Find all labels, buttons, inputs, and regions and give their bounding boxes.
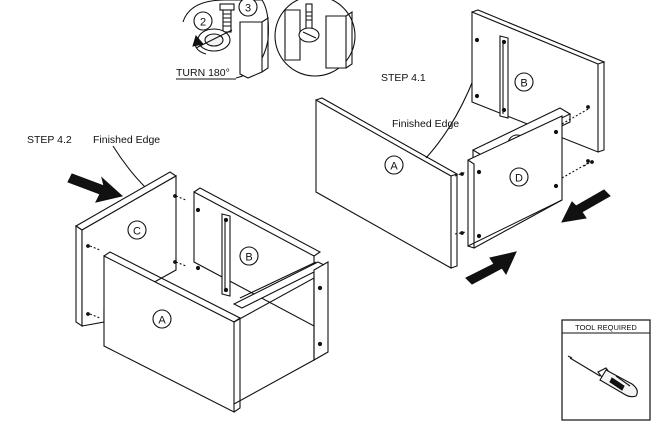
cam-lock-detail: 2 3 TURN 180° [176, 0, 356, 80]
step-4-1-label: STEP 4.1 [381, 72, 426, 84]
turn-label: TURN 180° [176, 67, 230, 79]
callout-2-label: 2 [200, 17, 206, 29]
finished-edge-top-leader [425, 77, 475, 159]
arrow-icon [561, 189, 611, 223]
callout-3-label: 3 [245, 3, 251, 15]
panel-a-bottom [103, 255, 235, 413]
part-c-bottom-label: C [133, 226, 141, 238]
step-4-1-assembly: B A E D [315, 9, 606, 269]
finished-edge-left-leader [112, 145, 147, 189]
cam-lock-detail-left [182, 0, 269, 79]
part-b-top-label: B [520, 78, 527, 90]
part-a-top-label: A [390, 161, 398, 173]
callout-3: 3 [238, 0, 258, 17]
cam-lock-detail-right [274, 0, 356, 77]
step-4-2-label: STEP 4.2 [27, 134, 72, 146]
tool-required-box: TOOL REQUIRED [561, 319, 651, 421]
finished-edge-top-label: Finished Edge [392, 118, 459, 130]
screwdriver-icon [567, 355, 638, 398]
tool-required-label: TOOL REQUIRED [575, 323, 637, 332]
arrow-icon [465, 251, 517, 285]
step-4-2-assembly: C B A [74, 171, 329, 413]
callout-2: 2 [193, 11, 213, 31]
part-a-bottom-label: A [158, 315, 166, 327]
part-b-bottom-label: B [245, 252, 252, 264]
arrow-icon [67, 173, 124, 203]
finished-edge-left-label: Finished Edge [93, 134, 160, 146]
part-d-top-label: D [515, 173, 523, 185]
